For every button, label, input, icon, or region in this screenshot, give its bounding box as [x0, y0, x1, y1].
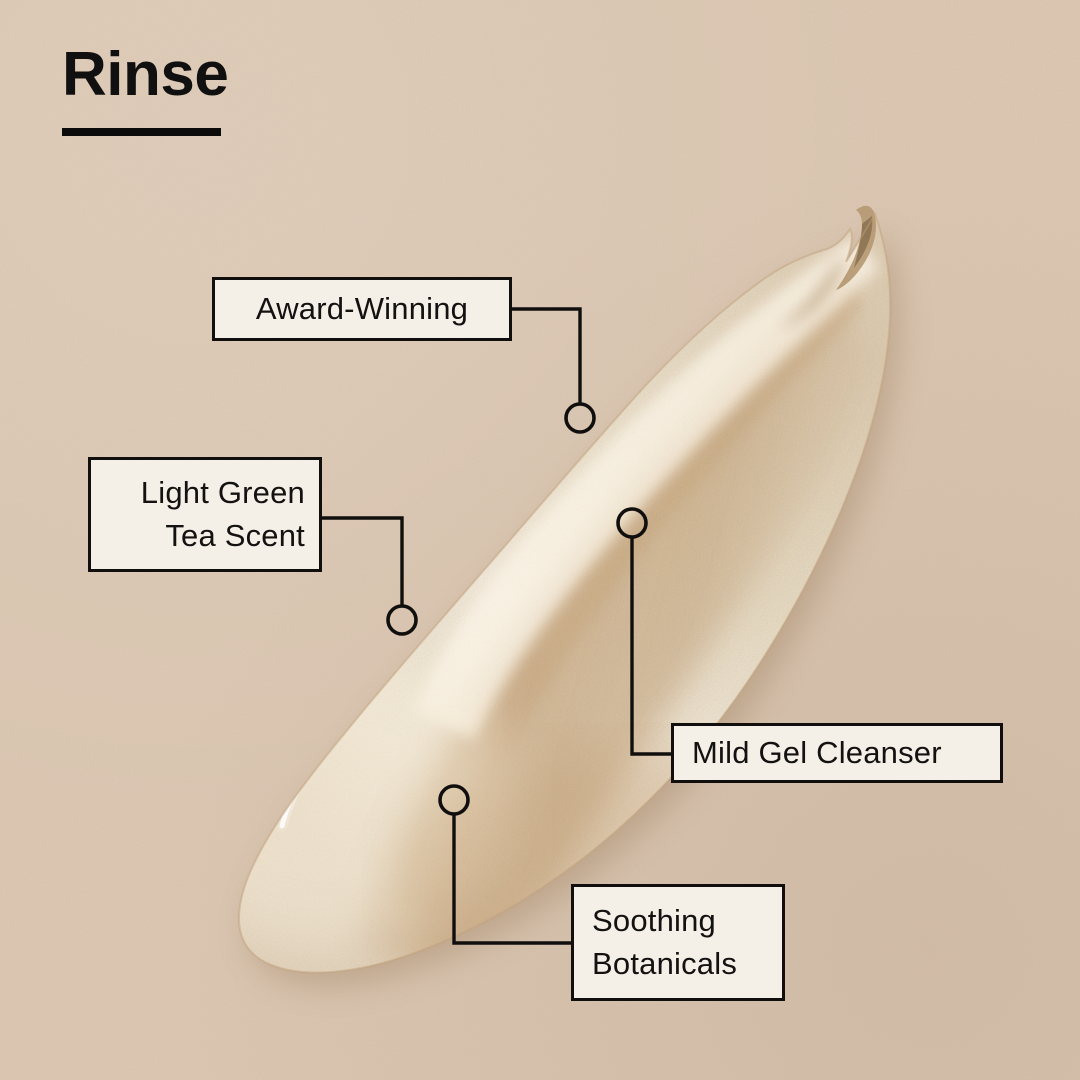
page-title: Rinse [62, 40, 229, 109]
callout-light-green-tea-scent-line-2: Tea Scent [165, 517, 305, 553]
callout-soothing-botanicals[interactable]: Soothing Botanicals [571, 884, 785, 1001]
callout-soothing-botanicals-line-2: Botanicals [592, 945, 738, 981]
callout-award-winning[interactable]: Award-Winning [212, 277, 512, 341]
callout-light-green-tea-scent-line-1: Light Green [140, 474, 305, 510]
callout-soothing-botanicals-line-1: Soothing [592, 902, 716, 938]
title-underline-rule [62, 128, 221, 136]
callout-mild-gel-cleanser-line-1: Mild Gel Cleanser [692, 735, 942, 770]
callout-award-winning-line-1: Award-Winning [255, 291, 469, 326]
title-block: Rinse [62, 40, 229, 136]
callout-light-green-tea-scent[interactable]: Light Green Tea Scent [88, 457, 322, 572]
callout-mild-gel-cleanser[interactable]: Mild Gel Cleanser [671, 723, 1003, 783]
